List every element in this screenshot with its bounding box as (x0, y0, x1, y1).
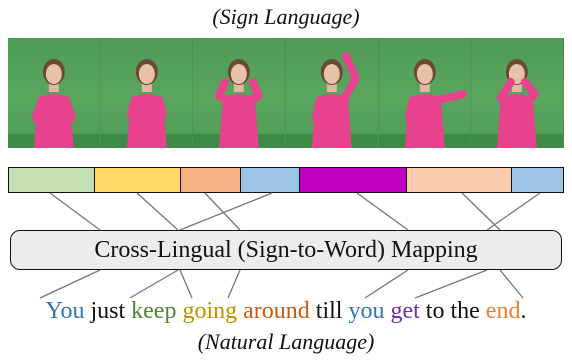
sign-segment-3 (181, 168, 242, 192)
sentence-word: just (84, 298, 132, 324)
sign-language-title: (Sign Language) (212, 4, 360, 29)
sign-frame-2 (100, 38, 194, 148)
connector-line (356, 192, 409, 231)
sign-segment-6 (406, 168, 512, 192)
connector-line (364, 269, 409, 299)
natural-language-title: (Natural Language) (197, 329, 375, 354)
sign-frame-4 (286, 38, 379, 148)
sign-segment-bar (8, 167, 564, 193)
sentence-word: You (45, 298, 85, 324)
sentence-word: end (485, 298, 521, 324)
connector-line (179, 269, 193, 299)
connector-line (39, 269, 101, 299)
sign-segment-1 (9, 168, 96, 192)
sign-frame-5 (378, 38, 472, 148)
connector-line (49, 192, 101, 231)
connector-line (499, 269, 524, 299)
signer-figure (8, 59, 100, 148)
signer-figure (100, 59, 193, 148)
sign-segment-5 (299, 168, 407, 192)
sentence-word: around (243, 298, 310, 324)
connector-line (204, 192, 241, 231)
signer-figure (378, 59, 471, 148)
sign-video-strip (8, 38, 564, 148)
connector-line (414, 269, 488, 299)
sentence-word: till (309, 298, 349, 324)
connector-line (461, 192, 501, 231)
sentence-word: . (520, 298, 527, 324)
sentence-word: going (182, 298, 238, 324)
natural-language-sentence: You just keep going around till you get … (0, 298, 572, 325)
sign-segment-7 (511, 168, 563, 192)
connector-line (486, 192, 541, 231)
mapping-label: Cross-Lingual (Sign-to-Word) Mapping (94, 236, 478, 263)
sentence-word: you (348, 298, 385, 324)
connector-line (129, 269, 179, 299)
sign-frame-3 (193, 38, 287, 148)
signer-figure (193, 59, 286, 148)
sentence-word: keep (131, 298, 177, 324)
sign-frame-1 (8, 38, 101, 148)
signer-figure (471, 59, 564, 148)
sign-segment-4 (241, 168, 300, 192)
connector-line (227, 269, 241, 299)
sign-segment-2 (95, 168, 182, 192)
cross-lingual-mapping-box: Cross-Lingual (Sign-to-Word) Mapping (10, 230, 562, 270)
sentence-word: to the (419, 298, 486, 324)
connector-line (179, 192, 273, 231)
connector-line (136, 192, 179, 231)
sentence-word: get (390, 298, 420, 324)
signer-figure (286, 52, 378, 148)
sign-frame-6 (471, 38, 564, 148)
